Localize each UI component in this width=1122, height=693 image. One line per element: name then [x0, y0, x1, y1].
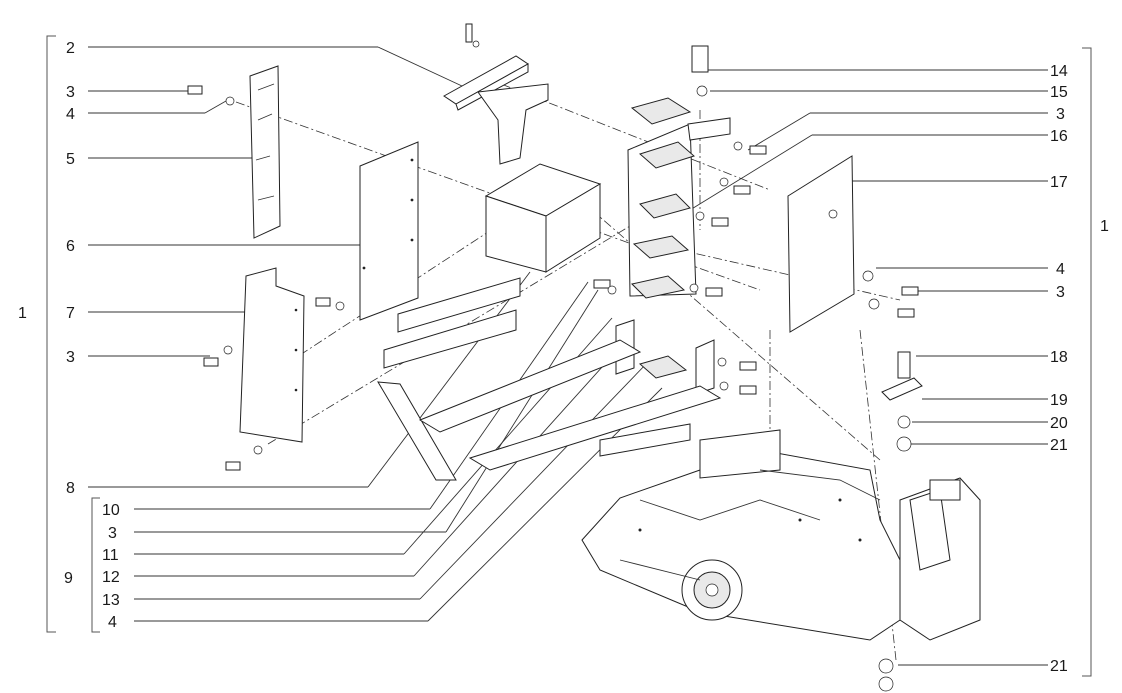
callout-9: 9 — [64, 570, 73, 587]
callout-12: 12 — [102, 569, 120, 586]
tractor-chassis-illustration — [581, 429, 981, 641]
fasteners-left — [187, 23, 480, 471]
leader-lines-right — [689, 69, 1048, 666]
callout-3: 3 — [1056, 106, 1065, 123]
panel-part-5 — [249, 65, 281, 239]
callout-1: 1 — [18, 305, 27, 322]
callout-3: 3 — [66, 349, 75, 366]
callout-14: 14 — [1050, 63, 1068, 80]
callout-16: 16 — [1050, 128, 1068, 145]
callout-4: 4 — [108, 614, 117, 631]
callout-7: 7 — [66, 305, 75, 322]
callout-20: 20 — [1050, 415, 1068, 432]
callout-21: 21 — [1050, 437, 1068, 454]
callout-21: 21 — [1050, 658, 1068, 675]
callout-8: 8 — [66, 480, 75, 497]
callout-1: 1 — [1100, 218, 1109, 235]
callout-3: 3 — [108, 525, 117, 542]
callout-2: 2 — [66, 40, 75, 57]
guide-strips — [377, 277, 722, 481]
callout-4: 4 — [1056, 261, 1065, 278]
leader-lines-left — [88, 46, 663, 622]
support-bracket — [477, 83, 549, 165]
callout-5: 5 — [66, 151, 75, 168]
callout-10: 10 — [102, 502, 120, 519]
callout-4: 4 — [66, 106, 75, 123]
callout-11: 11 — [102, 547, 119, 564]
callout-labels-right: 14 15 3 16 17 4 3 18 19 20 21 21 1 — [1050, 63, 1109, 675]
callout-15: 15 — [1050, 84, 1068, 101]
callout-19: 19 — [1050, 392, 1068, 409]
small-steps-part — [615, 319, 715, 395]
callout-labels-left: 2 3 4 5 6 7 3 8 10 3 11 12 13 4 9 1 — [18, 40, 120, 631]
storage-bin — [484, 163, 602, 273]
right-group-bracket — [1082, 47, 1092, 677]
callout-13: 13 — [102, 592, 120, 609]
panel-part-17 — [787, 155, 855, 333]
panel-part-6 — [359, 141, 419, 321]
callout-17: 17 — [1050, 174, 1068, 191]
step-ladder-assembly — [627, 97, 731, 299]
left-group-bracket — [46, 35, 56, 633]
callout-3: 3 — [66, 84, 75, 101]
fasteners-right — [593, 45, 923, 692]
panel-part-7 — [239, 267, 305, 443]
callout-6: 6 — [66, 238, 75, 255]
subgroup-9-bracket — [91, 497, 100, 633]
callout-18: 18 — [1050, 349, 1068, 366]
callout-3: 3 — [1056, 284, 1065, 301]
plate-part-2 — [443, 55, 529, 111]
